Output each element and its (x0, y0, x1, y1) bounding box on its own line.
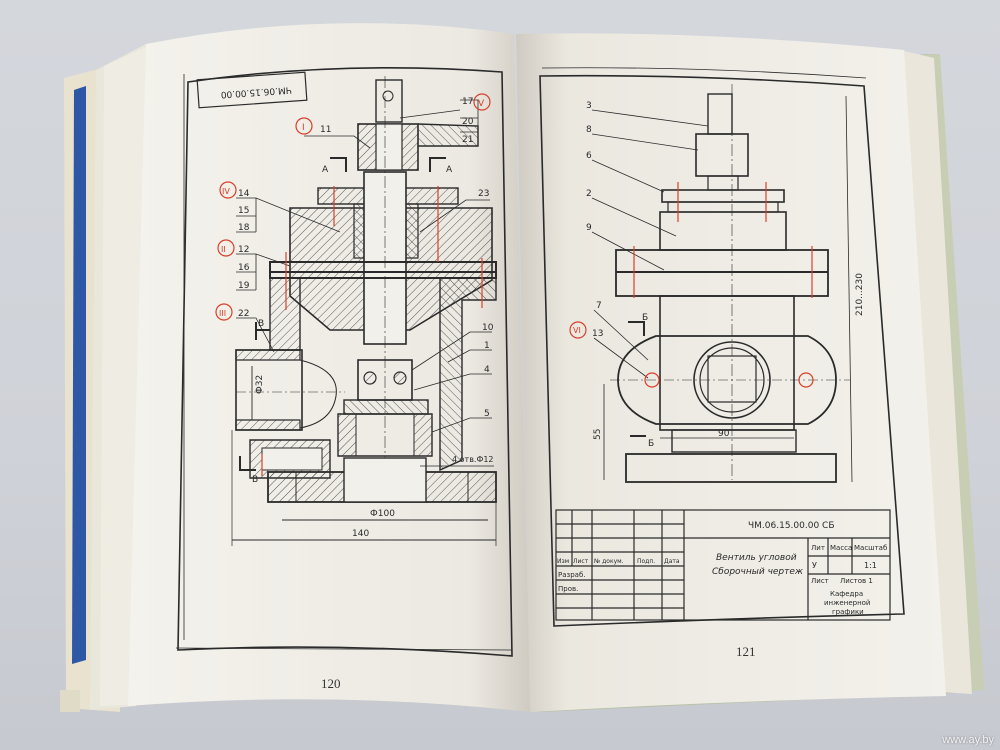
dim-d32: Ф32 (255, 375, 265, 394)
pos-5: 5 (484, 409, 490, 419)
tb-scale-value: 1:1 (864, 561, 877, 570)
pos-14: 14 (238, 189, 250, 199)
pos-8: 8 (586, 125, 592, 135)
dim-90: 90 (718, 429, 730, 439)
tb-col-list: Лист (573, 558, 589, 565)
tb-name-2: Сборочный чертеж (712, 567, 804, 577)
title-block (555, 509, 891, 621)
tb-dept-3: графики (832, 608, 864, 616)
section-b-bottom: В (252, 475, 258, 485)
page-number-left: 120 (321, 676, 341, 691)
right-page (516, 33, 946, 713)
pos-11: 11 (320, 125, 331, 135)
tb-sheets: Листов 1 (840, 577, 873, 585)
section-b-right-top: Б (642, 313, 648, 323)
section-a-left: А (322, 165, 329, 175)
tb-lit-value: У (812, 561, 817, 570)
pos-4: 4 (484, 365, 490, 375)
right-texts: 3 8 6 2 9 7 13 VI Б Б 90 55 210...230 ЧМ… (557, 101, 887, 616)
right-drawing (539, 67, 905, 627)
tb-role-dev: Разраб. (558, 571, 586, 579)
pos-19: 19 (238, 281, 250, 291)
dim-holes: 4 отв.Ф12 (452, 455, 494, 464)
left-frame-inner (175, 74, 513, 651)
circle-mark-i: I (302, 123, 305, 133)
left-red-marks (215, 93, 491, 476)
left-drawing (175, 66, 513, 657)
tb-col-doc: № докум. (594, 558, 624, 565)
tb-col-date: Дата (664, 558, 680, 565)
pos-23: 23 (478, 189, 489, 199)
pos-3: 3 (586, 101, 592, 111)
tb-role-check: Пров. (558, 585, 578, 593)
dim-55: 55 (593, 429, 603, 440)
pos-2: 2 (586, 189, 592, 199)
tb-dept-2: инженерной (824, 599, 870, 607)
dim-140: 140 (352, 529, 369, 539)
pos-7: 7 (596, 301, 602, 311)
circle-mark-iv: IV (222, 187, 230, 196)
pos-15: 15 (238, 206, 249, 216)
left-texts: ЧМ.06.15.00.00 V IV I II III 17 20 21 11… (219, 84, 494, 539)
page-stack-right (900, 50, 972, 694)
pos-1: 1 (484, 341, 490, 351)
tb-sheet: Лист (811, 577, 829, 585)
tb-dept-1: Кафедра (830, 590, 863, 598)
dim-d100: Ф100 (370, 509, 395, 519)
dim-height: 210...230 (855, 273, 865, 316)
pos-13: 13 (592, 329, 603, 339)
tb-code: ЧМ.06.15.00.00 СБ (748, 521, 835, 531)
stamp-box (196, 71, 308, 109)
tb-name-1: Вентиль угловой (716, 553, 797, 563)
pos-16: 16 (238, 263, 250, 273)
pos-12: 12 (238, 245, 249, 255)
pos-6: 6 (586, 151, 592, 161)
page-number-right: 121 (736, 644, 756, 659)
circle-mark-vi: VI (573, 326, 581, 335)
pos-17: 17 (462, 97, 473, 107)
pos-18: 18 (238, 223, 250, 233)
circle-mark-v: V (478, 99, 485, 109)
tb-scale-head: Масштаб (854, 544, 887, 552)
pos-10: 10 (482, 323, 494, 333)
pos-20: 20 (462, 117, 474, 127)
section-b-right-bottom: Б (648, 439, 654, 449)
right-frame-outer (539, 74, 905, 627)
pos-9: 9 (586, 223, 592, 233)
pos-22: 22 (238, 309, 249, 319)
circle-mark-iii: III (219, 309, 226, 318)
tb-mass-head: Масса (830, 544, 852, 552)
pos-21: 21 (462, 135, 473, 145)
right-red-marks (569, 182, 814, 388)
circle-mark-ii: II (221, 245, 226, 254)
watermark: www.ay.by (942, 734, 994, 746)
section-b-top: В (258, 319, 264, 329)
section-a-right: А (446, 165, 453, 175)
stamp-code: ЧМ.06.15.00.00 (220, 84, 292, 99)
tb-lit-head: Лит (811, 544, 825, 552)
tb-col-izm: Изм (557, 558, 569, 565)
left-frame-outer (177, 66, 513, 657)
tb-col-sign: Подп. (637, 558, 655, 565)
